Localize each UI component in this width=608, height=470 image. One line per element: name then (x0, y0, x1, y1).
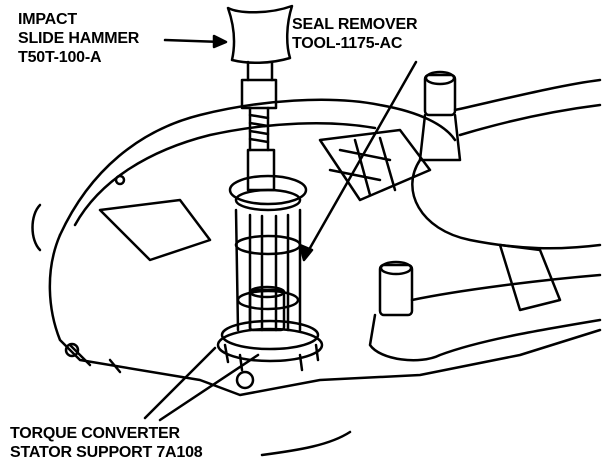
stator-support-label-line2: STATOR SUPPORT 7A108 (10, 444, 203, 461)
seal-remover-label: SEAL REMOVER TOOL-1175-AC (292, 15, 418, 53)
leader-lines (143, 34, 418, 457)
slide-hammer (226, 4, 294, 192)
hammer-label-line2: SLIDE HAMMER (18, 30, 140, 47)
seal-remover-leader (304, 60, 418, 257)
seal-remover-label-line2: TOOL-1175-AC (292, 35, 403, 52)
transmission-housing (31, 98, 602, 397)
seal-remover-label-line1: SEAL REMOVER (292, 16, 418, 33)
support-bracket (368, 70, 602, 362)
stator-support-label: TORQUE CONVERTER STATOR SUPPORT 7A108 (10, 424, 203, 462)
seal-remover-tool (216, 174, 324, 372)
hammer-label-line1: IMPACT (18, 11, 77, 28)
stator-support-label-line1: TORQUE CONVERTER (10, 425, 180, 442)
hammer-label-line3: T50T-100-A (18, 49, 102, 66)
stator-support-leaders (143, 346, 260, 422)
hammer-leader (163, 38, 224, 44)
hammer-label: IMPACT SLIDE HAMMER T50T-100-A (18, 10, 139, 67)
